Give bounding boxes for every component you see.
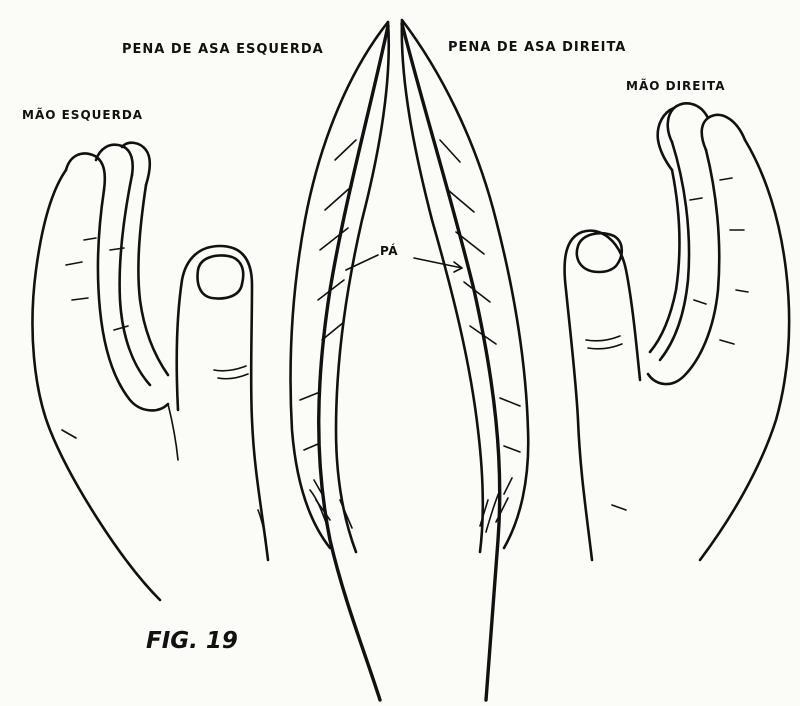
left-feather-drawing: [291, 22, 389, 700]
label-left-hand: MÃO ESQUERDA: [22, 108, 143, 122]
label-right-wing-feather: PENA DE ASA DIREITA: [448, 40, 626, 55]
label-vane: PÁ: [380, 244, 398, 258]
right-feather-drawing: [402, 20, 528, 700]
left-hand-drawing: [32, 143, 268, 600]
label-left-wing-feather: PENA DE ASA ESQUERDA: [122, 42, 324, 57]
figure-caption: FIG. 19: [146, 628, 238, 654]
right-hand-drawing: [565, 103, 790, 560]
label-right-hand: MÃO DIREITA: [626, 79, 725, 93]
